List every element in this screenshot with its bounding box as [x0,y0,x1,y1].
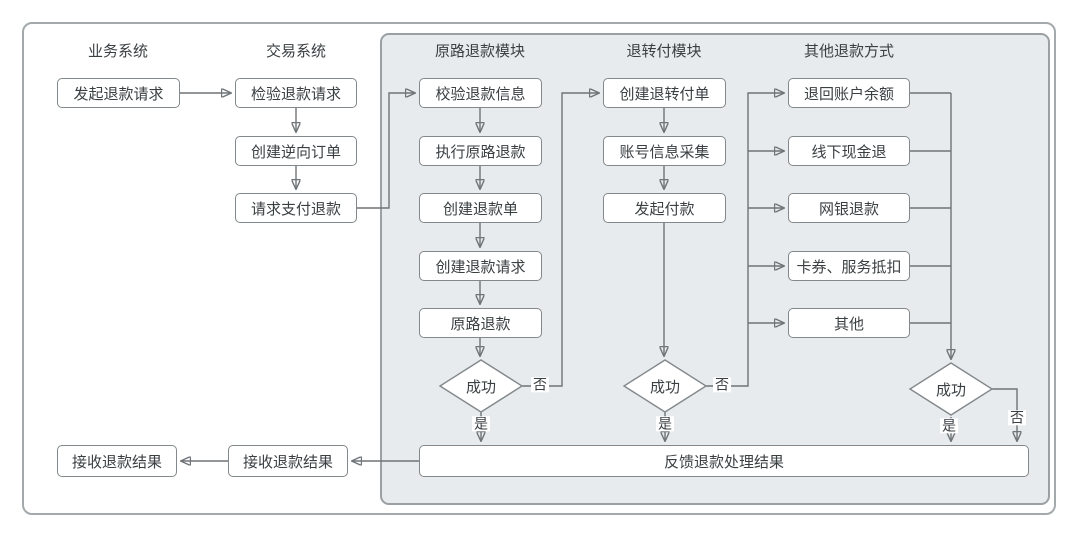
node-create-reverse-order: 创建逆向订单 [235,136,357,166]
node-create-transfer-bill: 创建退转付单 [603,78,726,108]
edge-label-yes-1: 是 [472,415,490,432]
edge-label-no-1: 否 [531,376,549,393]
node-receive-result-business: 接收退款结果 [57,445,177,477]
node-validate-refund-info: 校验退款信息 [419,78,542,108]
node-card-service-deduction: 卡券、服务抵扣 [788,251,910,281]
edge-label-no-3: 否 [1008,409,1026,426]
diamond-shape [622,359,708,413]
node-return-account-balance: 退回账户余额 [788,78,910,108]
decision-label: 成功 [465,378,496,396]
node-feedback-result: 反馈退款处理结果 [419,445,1029,477]
column-header-other: 其他退款方式 [803,43,895,60]
column-header-transaction: 交易系统 [265,43,327,60]
edge-label-yes-3: 是 [940,417,958,434]
node-create-refund-request: 创建退款请求 [419,251,542,281]
node-online-bank-refund: 网银退款 [788,193,910,223]
column-header-business: 业务系统 [87,43,149,60]
edge-label-no-2: 否 [713,376,731,393]
node-request-payment-refund: 请求支付退款 [235,193,357,223]
node-create-refund-bill: 创建退款单 [419,193,542,223]
decision-label: 成功 [649,378,680,396]
decision-label: 成功 [935,381,966,399]
decision-success-original-route: 成功 [438,358,524,414]
node-initiate-payment: 发起付款 [603,193,726,223]
node-collect-account-info: 账号信息采集 [603,136,726,166]
node-other-method: 其他 [788,308,910,338]
column-header-transfer: 退转付模块 [626,43,702,60]
decision-success-other: 成功 [908,361,994,417]
column-header-original-route: 原路退款模块 [434,43,526,60]
node-original-refund: 原路退款 [419,308,542,338]
decision-success-transfer: 成功 [622,358,708,414]
node-offline-cash-refund: 线下现金退 [788,136,910,166]
node-initiate-refund: 发起退款请求 [57,78,180,108]
diamond-shape [438,359,524,413]
node-verify-refund-request: 检验退款请求 [235,78,357,108]
edge-label-yes-2: 是 [656,415,674,432]
node-execute-original-refund: 执行原路退款 [419,136,542,166]
diamond-shape [908,362,994,416]
node-receive-result-transaction: 接收退款结果 [228,445,348,477]
